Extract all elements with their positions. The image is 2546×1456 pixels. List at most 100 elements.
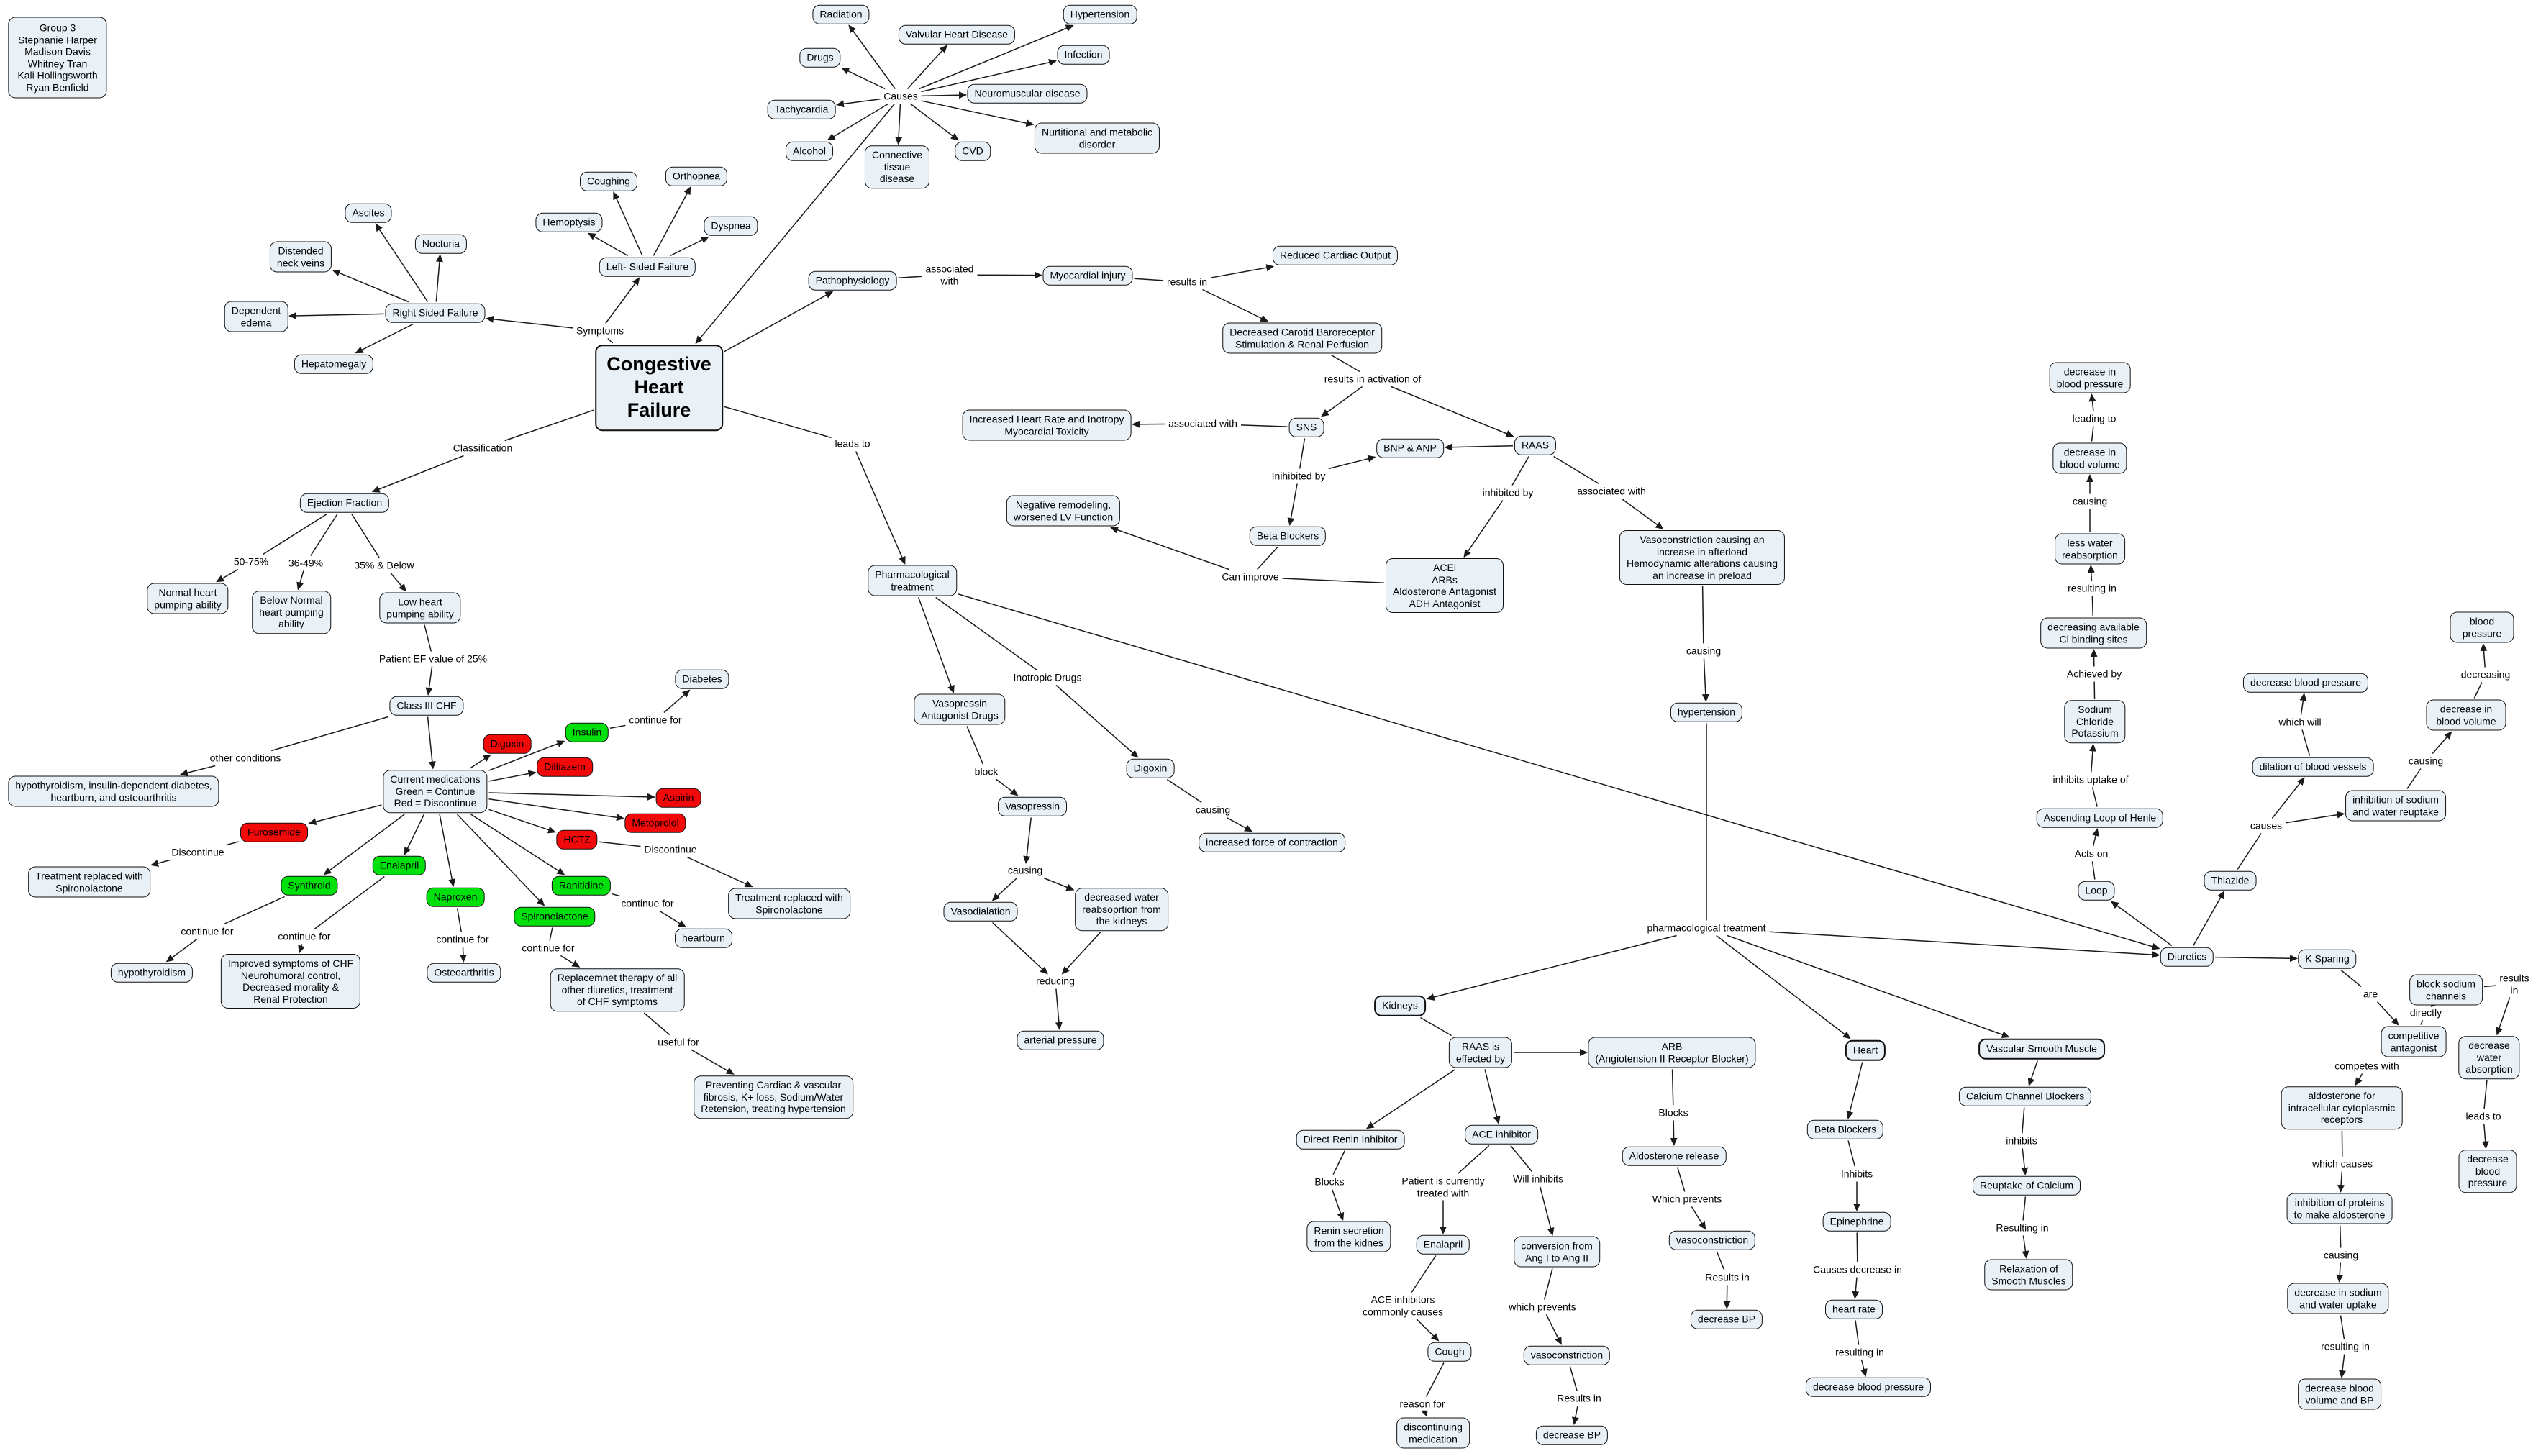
other_cond-link-label[interactable]: other conditions [207,752,283,765]
results_act-link-label[interactable]: results in activation of [1322,373,1424,386]
dec_bv2-node[interactable]: decrease in blood volume [2426,699,2506,731]
coughing-node[interactable]: Coughing [580,171,637,191]
results_in_arb-link-label[interactable]: Results in [1703,1271,1752,1284]
diabetes-node[interactable]: Diabetes [675,669,729,689]
heart-node[interactable]: Heart [1845,1039,1886,1061]
nocturia-node[interactable]: Nocturia [414,234,468,254]
reducing-link-label[interactable]: reducing [1034,975,1077,988]
distended-node[interactable]: Distended neck veins [269,241,332,273]
cont_ran-link-label[interactable]: continue for [619,897,676,910]
dec_bv_bp-node[interactable]: decrease blood volume and BP [2298,1378,2381,1410]
aspirin-node[interactable]: Aspirin [655,788,701,808]
conversion-node[interactable]: conversion from Ang I to Ang II [1514,1236,1600,1268]
pharm-node[interactable]: Pharmacological treatment [868,565,957,596]
vad-node[interactable]: Vasopressin Antagonist Drugs [914,693,1006,725]
patient_treated-link-label[interactable]: Patient is currently treated with [1399,1175,1487,1199]
block_sodium-node[interactable]: block sodium channels [2409,974,2483,1006]
hypertension_top-node[interactable]: Hypertension [1063,4,1137,24]
arb-node[interactable]: ARB (Angiotension II Receptor Blocker) [1588,1037,1756,1068]
osteo-node[interactable]: Osteoarthritis [427,963,501,983]
blocks_arb-link-label[interactable]: Blocks [1656,1106,1691,1119]
neuro-node[interactable]: Neuromuscular disease [967,83,1088,104]
dacl-node[interactable]: decreasing available Cl binding sites [2040,617,2147,649]
which_will-link-label[interactable]: which will [2276,716,2324,729]
hypo_box-node[interactable]: hypothyroidism, insulin-dependent diabet… [8,775,219,807]
vasocon1-node[interactable]: vasoconstriction [1668,1230,1756,1250]
thiazide-node[interactable]: Thiazide [2204,870,2257,891]
dependent-node[interactable]: Dependent edema [224,301,288,332]
diuretics-node[interactable]: Diuretics [2160,947,2214,967]
inc_hr-node[interactable]: Increased Heart Rate and Inotropy Myocar… [962,409,1132,441]
valvular-node[interactable]: Valvular Heart Disease [898,24,1016,45]
ranitidine-node[interactable]: Ranitidine [551,875,612,896]
epinephrine-node[interactable]: Epinephrine [1822,1211,1891,1232]
which_prev2-link-label[interactable]: which prevents [1506,1301,1578,1314]
causing_vp-link-label[interactable]: causing [1005,864,1045,877]
dyspnea-node[interactable]: Dyspnea [704,216,758,236]
comp_ant-node[interactable]: competitive antagonist [2381,1026,2447,1057]
dec_bv1-node[interactable]: decrease in blood volume [2052,442,2127,474]
hypothyroidism-node[interactable]: hypothyroidism [110,963,194,983]
loop-node[interactable]: Loop [2078,881,2115,901]
inh_proteins-node[interactable]: inhibition of proteins to make aldostero… [2286,1193,2393,1224]
assoc_with3-link-label[interactable]: associated with [1575,485,1648,498]
will_inhibits-link-label[interactable]: Will inhibits [1510,1173,1566,1186]
class3-node[interactable]: Class III CHF [389,696,464,716]
low_heart-node[interactable]: Low heart pumping ability [379,592,461,624]
ace_common-link-label[interactable]: ACE inhibitors commonly causes [1360,1293,1446,1318]
hypertension2-node[interactable]: hypertension [1670,702,1743,722]
inhibits_lbl-link-label[interactable]: Inhibits [1838,1168,1876,1180]
enalapril_g-node[interactable]: Enalapril [372,855,427,875]
resulting_ca-link-label[interactable]: Resulting in [1993,1221,2051,1234]
acts_on-link-label[interactable]: Acts on [2072,847,2111,860]
aldo_release-node[interactable]: Aldosterone release [1622,1146,1727,1166]
beta2-node[interactable]: Beta Blockers [1806,1119,1884,1139]
preventing-node[interactable]: Preventing Cardiac & vascular fibrosis, … [694,1075,853,1119]
ksparing-node[interactable]: K Sparing [2298,949,2357,969]
cough-node[interactable]: Cough [1427,1342,1472,1362]
vsm-node[interactable]: Vascular Smooth Muscle [1978,1038,2105,1060]
assoc_with2-link-label[interactable]: associated with [1166,417,1240,430]
classification_lbl-link-label[interactable]: Classification [450,442,515,455]
causes_th-link-label[interactable]: causes [2247,819,2285,832]
causes_lbl-link-label[interactable]: Causes [881,90,920,103]
dec_bp_top-node[interactable]: decrease in blood pressure [2049,362,2131,393]
competes_with-link-label[interactable]: competes with [2332,1060,2401,1073]
bp_right-node[interactable]: blood pressure [2450,611,2514,643]
inhibits2-link-label[interactable]: inhibits [2004,1134,2040,1147]
results_in1-link-label[interactable]: results in [1164,276,1210,288]
insulin-node[interactable]: Insulin [565,722,609,742]
lsf-node[interactable]: Left- Sided Failure [599,257,696,277]
acei_box-node[interactable]: ACEi ARBs Aldosterone Antagonist ADH Ant… [1386,558,1504,614]
rsf-node[interactable]: Right Sided Failure [385,303,486,323]
naproxen-node[interactable]: Naproxen [426,887,485,907]
resulting_hr-link-label[interactable]: resulting in [1833,1346,1886,1359]
curmeds-node[interactable]: Current medications Green = Continue Red… [383,770,488,813]
ascites-node[interactable]: Ascites [345,203,392,223]
diltiazem-node[interactable]: Diltiazem [537,757,593,777]
dri-node[interactable]: Direct Renin Inhibitor [1296,1129,1405,1150]
resulting_cl-link-label[interactable]: resulting in [2065,582,2119,595]
pct50-link-label[interactable]: 50-75% [231,555,271,568]
hepatomegaly-node[interactable]: Hepatomegaly [294,354,374,374]
disc2-link-label[interactable]: Discontinue [642,843,699,856]
blocks_dri-link-label[interactable]: Blocks [1312,1175,1347,1188]
achieved_by-link-label[interactable]: Achieved by [2064,668,2124,681]
inh_sodium-node[interactable]: inhibition of sodium and water reuptake [2345,790,2446,822]
dilation-node[interactable]: dilation of blood vessels [2252,757,2374,777]
connective-node[interactable]: Connective tissue disease [864,145,930,188]
heart_rate-node[interactable]: heart rate [1825,1299,1883,1319]
block_lbl-link-label[interactable]: block [972,765,1001,778]
arterial-node[interactable]: arterial pressure [1017,1030,1104,1050]
beta1-node[interactable]: Beta Blockers [1249,526,1327,546]
symptoms_lbl-link-label[interactable]: Symptoms [573,324,627,337]
pharm_lbl-link-label[interactable]: pharmacological treatment [1645,922,1768,934]
drugs-node[interactable]: Drugs [799,47,841,68]
reuptake-node[interactable]: Reuptake of Calcium [1973,1175,2081,1196]
inhibited_by-link-label[interactable]: inhibited by [1480,486,1536,499]
pct35-link-label[interactable]: 35% & Below [352,559,417,572]
digoxin2-node[interactable]: Digoxin [1126,758,1175,778]
vasocon_box-node[interactable]: Vasoconstriction causing an increase in … [1619,529,1786,586]
inotropic_lbl-link-label[interactable]: Inotropic Drugs [1011,671,1084,684]
relaxation-node[interactable]: Relaxation of Smooth Muscles [1984,1259,2073,1291]
